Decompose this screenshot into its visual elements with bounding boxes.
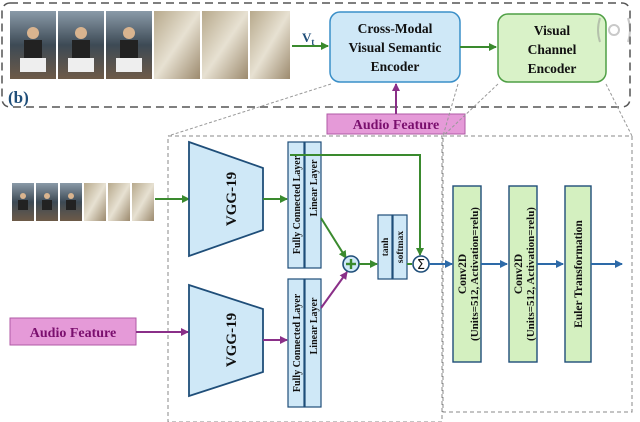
sum-symbol: Σ bbox=[417, 258, 425, 273]
vgg-bottom-label: VGG-19 bbox=[224, 313, 240, 367]
encoder2-line1: Visual bbox=[534, 23, 571, 38]
vgg-top-label: VGG-19 bbox=[224, 172, 240, 226]
encoder1-line1: Cross-Modal bbox=[358, 21, 433, 36]
vgg-bottom-block bbox=[188, 283, 264, 398]
channel-detail-frame bbox=[442, 135, 633, 413]
tanh-block bbox=[377, 214, 393, 280]
input-video-frames bbox=[12, 183, 154, 221]
fc-bottom-label: Fully Connected Layer bbox=[292, 293, 303, 392]
zoom-line-left bbox=[167, 83, 332, 137]
vt-label: Vt bbox=[302, 30, 314, 47]
encoder1-line3: Encoder bbox=[371, 59, 420, 74]
euler-transformation-block bbox=[564, 185, 592, 363]
linear-layer-top bbox=[304, 141, 322, 269]
semantic-detail-frame bbox=[167, 135, 443, 422]
panel-label: (b) bbox=[8, 88, 29, 107]
linear-top-label: Linear Layer bbox=[309, 159, 320, 216]
linear-bottom-label: Linear Layer bbox=[309, 297, 320, 354]
conv2-title: Conv2D bbox=[513, 254, 525, 294]
visual-channel-encoder-box bbox=[497, 13, 607, 83]
zoom-line-right bbox=[442, 83, 499, 137]
audio-feature-left-box bbox=[9, 317, 137, 346]
linear-bottom-to-plus-arrow bbox=[320, 271, 348, 309]
faded-bracket-icon bbox=[597, 17, 631, 43]
conv2d-block-1 bbox=[452, 185, 482, 363]
audio-feature-left-label: Audio Feature bbox=[30, 326, 116, 341]
audio-feature-top-label: Audio Feature bbox=[353, 118, 439, 133]
softmax-label: softmax bbox=[396, 231, 406, 263]
top-panel-frame bbox=[1, 2, 631, 108]
fc-layer-top bbox=[287, 141, 305, 269]
top-video-frames bbox=[10, 11, 290, 79]
softmax-block bbox=[392, 214, 408, 280]
fc-layer-bottom bbox=[287, 278, 305, 408]
conv2-params: (Units=512, Activation=relu) bbox=[525, 207, 537, 341]
conv2d-block-2 bbox=[508, 185, 538, 363]
encoder1-line2: Visual Semantic bbox=[349, 40, 442, 55]
tanh-label: tanh bbox=[381, 237, 391, 256]
conv1-title: Conv2D bbox=[457, 254, 469, 294]
zoom-line-far bbox=[605, 83, 633, 137]
encoder2-line3: Encoder bbox=[528, 61, 577, 76]
skip-connection-line bbox=[290, 154, 424, 256]
vgg-top-block bbox=[188, 140, 264, 258]
fc-top-label: Fully Connected Layer bbox=[292, 155, 303, 254]
conv1-params: (Units=512, Activation=relu) bbox=[469, 207, 481, 341]
euler-label: Euler Transformation bbox=[573, 220, 585, 328]
zoom-line-mid bbox=[442, 83, 459, 137]
linear-layer-bottom bbox=[304, 278, 322, 408]
encoder2-line2: Channel bbox=[528, 42, 577, 57]
linear-top-to-plus-arrow bbox=[320, 217, 347, 259]
